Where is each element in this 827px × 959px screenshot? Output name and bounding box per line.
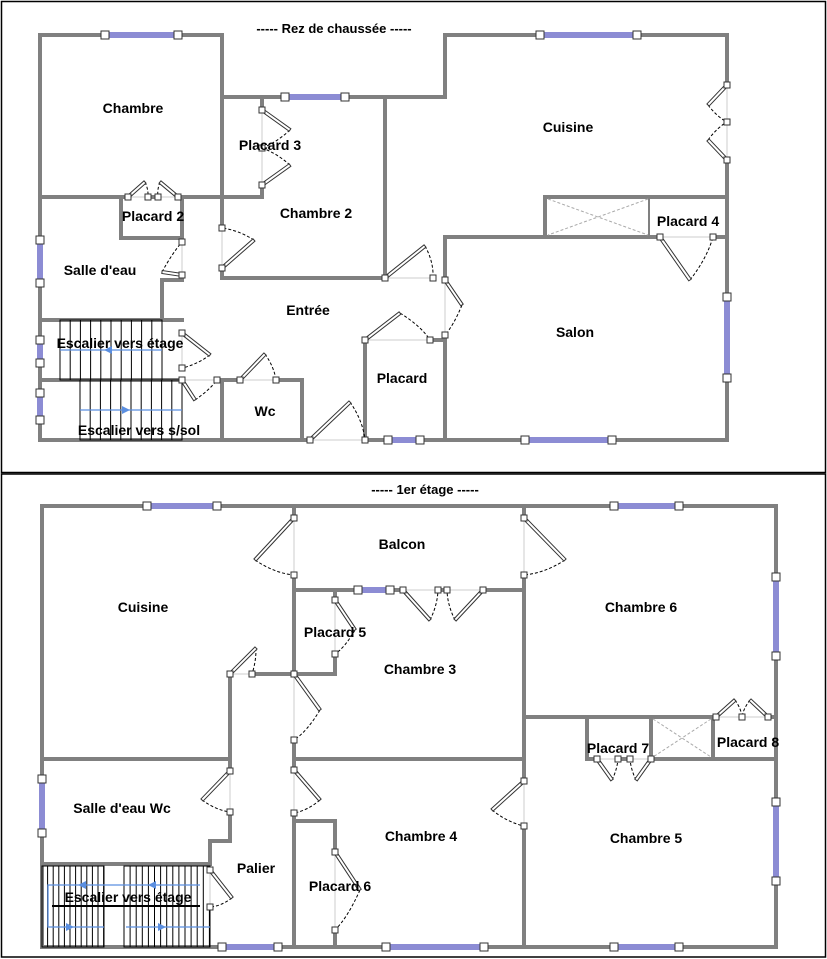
room-placard-5: Placard 5 <box>304 624 366 640</box>
window <box>37 774 47 838</box>
window <box>35 235 45 288</box>
room-salon: Salon <box>556 324 594 340</box>
first-floor-title: ----- 1er étage ----- <box>371 482 479 497</box>
room-cuisine: Cuisine <box>543 119 594 135</box>
door <box>226 646 258 678</box>
door <box>178 376 221 402</box>
door <box>706 118 731 164</box>
ground-floor-frame <box>0 0 827 474</box>
arrow-left-icon <box>104 346 112 354</box>
door <box>656 233 717 282</box>
window <box>35 388 45 425</box>
room-chambre-6: Chambre 6 <box>605 599 678 615</box>
door <box>399 586 442 622</box>
door <box>253 514 298 579</box>
stair-label-1: Escalier vers étage <box>65 889 192 905</box>
room-placard-2: Placard 2 <box>122 208 184 224</box>
door <box>331 596 357 658</box>
arrow-right-icon <box>158 923 166 931</box>
window <box>35 335 45 368</box>
window <box>383 435 425 445</box>
window <box>771 572 781 661</box>
door <box>361 311 434 344</box>
room-placard-8: Placard 8 <box>717 734 779 750</box>
door <box>443 586 487 622</box>
arrow-left-icon <box>78 881 86 889</box>
room-chambre-4: Chambre 4 <box>385 828 458 844</box>
ground-floor-title: ----- Rez de chaussée ----- <box>256 21 411 36</box>
stairs <box>41 319 211 948</box>
window <box>535 30 642 40</box>
door <box>441 276 464 339</box>
door <box>626 755 655 782</box>
room-placard-4: Placard 4 <box>657 213 719 229</box>
room-palier: Palier <box>237 860 276 876</box>
door <box>290 670 322 744</box>
room-cuisine-1: Cuisine <box>118 599 169 615</box>
first-floor-frame <box>0 473 827 958</box>
room-entree: Entrée <box>286 302 330 318</box>
room-wc: Wc <box>255 403 276 419</box>
room-salle-deau: Salle d'eau <box>64 262 137 278</box>
room-placard-6: Placard 6 <box>309 878 371 894</box>
stair-up-label: Escalier vers étage <box>57 335 184 351</box>
room-placard: Placard <box>377 370 428 386</box>
room-chambre-2: Chambre 2 <box>280 205 353 221</box>
room-placard-3: Placard 3 <box>239 137 301 153</box>
door <box>236 352 280 384</box>
door <box>712 698 746 721</box>
room-chambre: Chambre <box>103 100 164 116</box>
window <box>722 292 732 383</box>
door <box>593 755 622 782</box>
door <box>200 767 234 816</box>
room-salle-deau-wc: Salle d'eau Wc <box>73 800 171 816</box>
door <box>258 144 292 189</box>
window <box>771 797 781 886</box>
window <box>280 92 350 102</box>
door <box>206 866 234 911</box>
windows <box>35 30 781 952</box>
door <box>154 180 182 201</box>
window <box>381 942 489 952</box>
room-balcon: Balcon <box>379 536 426 552</box>
window <box>217 942 283 952</box>
room-chambre-5: Chambre 5 <box>610 830 683 846</box>
room-chambre-3: Chambre 3 <box>384 661 457 677</box>
door <box>218 224 256 272</box>
window <box>100 30 183 40</box>
door <box>331 848 362 934</box>
arrow-left-icon <box>148 881 156 889</box>
door <box>738 698 772 721</box>
void-box <box>652 718 712 758</box>
window <box>520 435 617 445</box>
door <box>178 329 212 372</box>
door <box>124 180 152 201</box>
arrow-right-icon <box>66 923 74 931</box>
door <box>161 238 186 279</box>
window <box>609 501 684 511</box>
door <box>520 514 567 579</box>
window <box>353 585 395 595</box>
door <box>381 244 437 282</box>
door <box>490 777 528 830</box>
void-box <box>547 198 649 236</box>
room-placard-7: Placard 7 <box>587 740 649 756</box>
doors <box>124 81 772 934</box>
window <box>609 942 684 952</box>
stair-down-label: Escalier vers s/sol <box>78 422 200 438</box>
window <box>142 501 222 511</box>
arrow-right-icon <box>122 406 130 414</box>
door <box>306 400 369 444</box>
door <box>290 766 322 817</box>
